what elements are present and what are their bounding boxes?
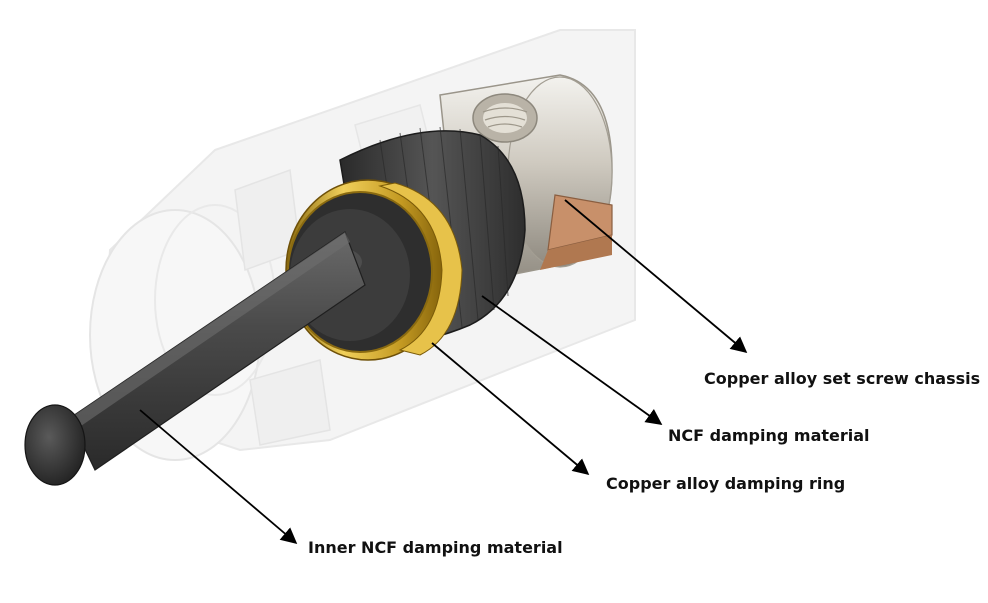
leader-line-inner: [139, 409, 298, 545]
leader-line-chassis: [564, 199, 748, 354]
inner-ncf-pin: [24, 231, 366, 486]
callout-label-ncf: NCF damping material: [668, 426, 870, 445]
callout-label-ring: Copper alloy damping ring: [606, 474, 846, 493]
set-screw-chassis: [439, 74, 613, 286]
callout-label-chassis: Copper alloy set screw chassis: [704, 369, 981, 388]
leader-line-ring: [431, 342, 590, 476]
leader-line-ncf: [481, 295, 663, 425]
leader-lines: [139, 199, 748, 545]
copper-damping-ring: [285, 179, 463, 361]
callout-label-inner: Inner NCF damping material: [308, 538, 563, 557]
